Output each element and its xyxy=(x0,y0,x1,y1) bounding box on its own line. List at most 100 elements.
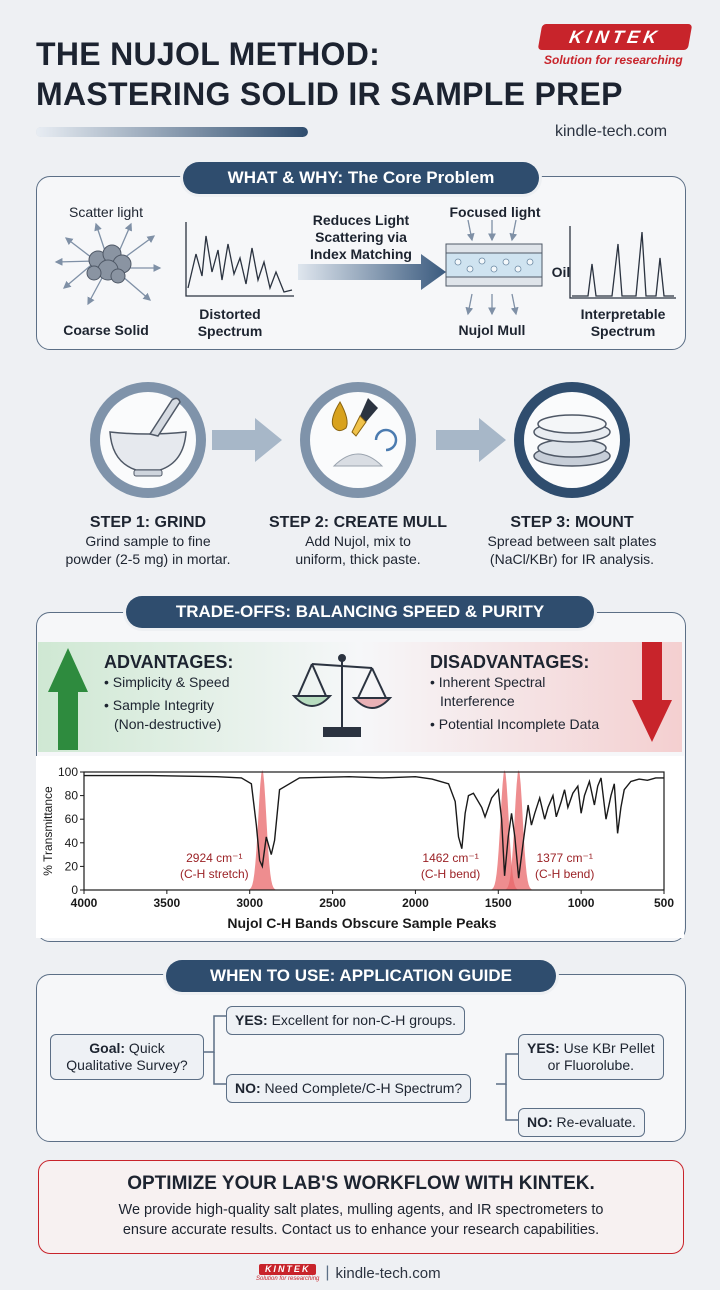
distorted-line-2: Spectrum xyxy=(197,323,263,339)
tradeoffs-title: TRADE-OFFS: BALANCING SPEED & PURITY xyxy=(126,596,594,628)
nujol-band-3 xyxy=(504,770,533,890)
nujol-band-1 xyxy=(248,770,277,890)
distorted-line-1: Distorted xyxy=(199,306,261,322)
logo-wordmark: KINTEK xyxy=(537,24,693,50)
advantages-title: ADVANTAGES: xyxy=(104,652,234,672)
step-2-desc-1: Add Nujol, mix to xyxy=(305,533,411,549)
what-why-graphics xyxy=(54,219,676,316)
guide-connectors xyxy=(204,1015,518,1121)
salt-plates-icon xyxy=(533,414,611,467)
step-1-title: STEP 1: GRIND xyxy=(89,514,207,531)
annotation-3-wavenumber: 1377 cm⁻¹ xyxy=(536,851,592,865)
no1-text: Need Complete/C-H Spectrum? xyxy=(260,1080,463,1096)
scatter-light-label: Scatter light xyxy=(69,204,143,220)
yes1-bold: YES: xyxy=(235,1012,268,1028)
footer-logo-wordmark: KINTEK xyxy=(258,1263,317,1275)
page-title: THE NUJOL METHOD: MASTERING SOLID IR SAM… xyxy=(36,34,623,114)
nujol-dropper-icon xyxy=(331,398,398,467)
arrow-line-3: Index Matching xyxy=(310,246,412,262)
x-tick-label-4: 2000 xyxy=(402,896,429,910)
disadvantages-title: DISADVANTAGES: xyxy=(430,652,590,672)
balance-scale-icon xyxy=(291,654,393,737)
index-matching-arrow xyxy=(298,254,446,290)
annotation-1-assignment: (C-H stretch) xyxy=(180,867,249,881)
yes2-bold: YES: xyxy=(527,1040,560,1056)
coarse-solid-label: Coarse Solid xyxy=(63,322,149,338)
footer-separator: | xyxy=(325,1264,330,1281)
nujol-mull-label: Nujol Mull xyxy=(458,322,526,338)
footer-logo: KINTEK Solution for researching xyxy=(256,1263,319,1283)
step-2-desc-2: uniform, thick paste. xyxy=(295,551,421,567)
advantage-item-2b: (Non-destructive) xyxy=(114,716,222,732)
logo-tagline: Solution for researching xyxy=(544,53,683,67)
goal-line-1: Quick xyxy=(125,1040,165,1056)
disadvantages-list: DISADVANTAGES: • Inherent Spectral Inter… xyxy=(430,652,640,734)
x-tick-label-6: 1000 xyxy=(568,896,595,910)
yes2-line-2: or Fluorolube. xyxy=(547,1057,634,1073)
chart-background xyxy=(36,756,684,938)
goal-line-2: Qualitative Survey? xyxy=(66,1057,188,1073)
step-3: STEP 3: MOUNT Spread between salt plates… xyxy=(452,514,692,568)
disadvantages-down-arrow-icon xyxy=(632,642,672,742)
what-why-panel xyxy=(36,176,686,350)
step-1-desc-1: Grind sample to fine xyxy=(85,533,211,549)
distorted-spectrum-label: Distorted Spectrum xyxy=(180,306,280,340)
step-1-circle xyxy=(90,382,206,498)
annotation-3-assignment: (C-H bend) xyxy=(535,867,594,881)
yes-excellent-box: YES: Excellent for non-C-H groups. xyxy=(226,1006,465,1035)
cta-banner: OPTIMIZE YOUR LAB'S WORKFLOW WITH KINTEK… xyxy=(38,1160,684,1254)
mortar-pestle-icon xyxy=(109,397,187,477)
no2-bold: NO: xyxy=(527,1114,553,1130)
step-arrow-2 xyxy=(436,418,506,462)
cta-title: OPTIMIZE YOUR LAB'S WORKFLOW WITH KINTEK… xyxy=(127,1173,595,1194)
step-1: STEP 1: GRIND Grind sample to fine powde… xyxy=(28,514,268,568)
progress-fill xyxy=(36,127,308,137)
header-progress-bar xyxy=(36,127,308,137)
kintek-logo: KINTEK Solution for researching xyxy=(537,24,700,74)
x-tick-label-2: 3000 xyxy=(236,896,263,910)
advantages-up-arrow-icon xyxy=(48,648,88,750)
distorted-spectrum-icon xyxy=(185,222,294,297)
title-line-1: THE NUJOL METHOD: xyxy=(36,36,381,72)
no1-bold: NO: xyxy=(235,1080,261,1096)
step-2: STEP 2: CREATE MULL Add Nujol, mix to un… xyxy=(238,514,478,568)
advantages-list: ADVANTAGES: • Simplicity & Speed • Sampl… xyxy=(104,652,304,734)
goal-bold: Goal: xyxy=(89,1040,126,1056)
steps-graphics xyxy=(90,382,630,498)
step-2-title: STEP 2: CREATE MULL xyxy=(268,514,448,531)
step-3-desc-2: (NaCl/KBr) for IR analysis. xyxy=(489,551,655,567)
y-tick-label-1: 80 xyxy=(65,789,79,803)
y-tick-label-4: 20 xyxy=(65,859,79,873)
yes1-text: Excellent for non-C-H groups. xyxy=(267,1012,456,1028)
step-arrow-1 xyxy=(212,418,282,462)
no-reevaluate-box: NO: Re-evaluate. xyxy=(518,1108,645,1137)
disadvantage-item-1b: Interference xyxy=(440,693,515,709)
step-2-circle xyxy=(300,382,416,498)
disadvantages-band xyxy=(360,642,682,752)
y-tick-label-5: 0 xyxy=(71,883,78,897)
nujol-band-2 xyxy=(490,770,519,890)
x-tick-label-7: 500 xyxy=(654,896,674,910)
annotation-1-wavenumber: 2924 cm⁻¹ xyxy=(186,851,242,865)
footer-site-link[interactable]: kindle-tech.com xyxy=(335,1264,441,1282)
header-site-link[interactable]: kindle-tech.com xyxy=(555,123,668,140)
no2-text: Re-evaluate. xyxy=(552,1114,636,1130)
step-3-title: STEP 3: MOUNT xyxy=(510,514,634,531)
step-1-desc-2: powder (2-5 mg) in mortar. xyxy=(65,551,231,567)
step-3-circle xyxy=(514,382,630,498)
disadvantage-item-2: • Potential Incomplete Data xyxy=(430,716,600,732)
y-tick-label-0: 100 xyxy=(58,765,78,779)
y-tick-label-2: 60 xyxy=(65,812,79,826)
arrow-line-1: Reduces Light xyxy=(312,212,410,228)
guide-title: WHEN TO USE: APPLICATION GUIDE xyxy=(166,960,556,992)
tradeoffs-graphics xyxy=(48,642,672,750)
x-tick-label-0: 4000 xyxy=(71,896,98,910)
disadvantage-item-1: • Inherent Spectral xyxy=(430,674,546,690)
chart-title: Nujol C-H Bands Obscure Sample Peaks xyxy=(227,915,496,931)
y-axis-label: % Transmittance xyxy=(41,786,55,876)
annotation-2-assignment: (C-H bend) xyxy=(421,867,480,881)
footer: KINTEK Solution for researching | kindle… xyxy=(256,1262,496,1284)
what-why-title: WHAT & WHY: The Core Problem xyxy=(183,162,539,194)
index-matching-label: Reduces Light Scattering via Index Match… xyxy=(296,212,426,263)
